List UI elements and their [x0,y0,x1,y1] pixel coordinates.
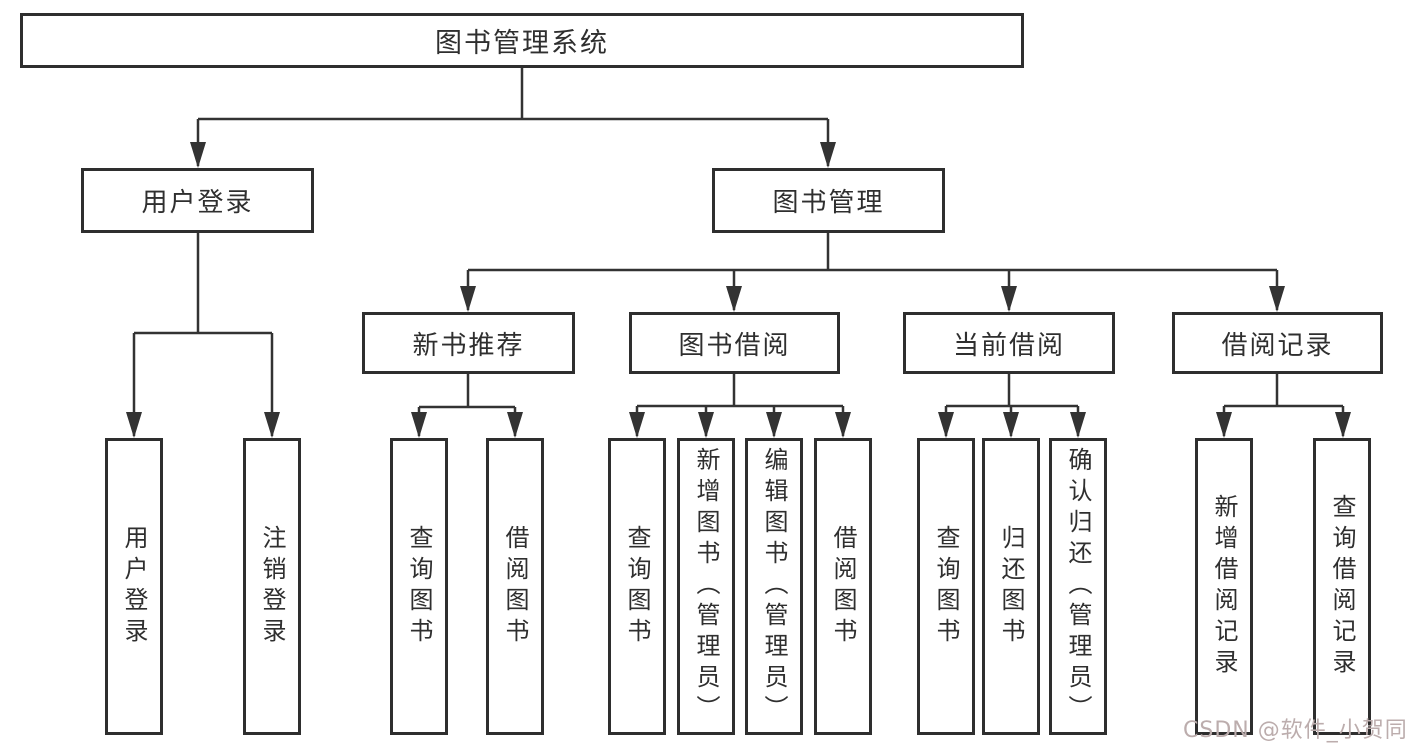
node-label: 查询图书 [623,524,651,649]
node-label: 借阅图书 [501,524,529,649]
node-label: 查询图书 [932,524,960,649]
node-query-books-recommend: 查询图书 [390,438,448,735]
node-logout: 注销登录 [243,438,301,735]
node-confirm-return-admin: 确认归还（管理员） [1049,438,1107,735]
node-add-borrow-record: 新增借阅记录 [1195,438,1253,735]
node-label: 归还图书 [997,524,1025,649]
node-book-management: 图书管理 [712,168,945,233]
node-borrow-books-leaf: 借阅图书 [814,438,872,735]
node-book-borrow: 图书借阅 [629,312,840,374]
node-label: 图书管理系统 [435,28,609,59]
watermark-text: CSDN @软件_小贺同学 [1183,718,1405,743]
node-query-books-current: 查询图书 [917,438,975,735]
node-label: 新增图书（管理员） [692,447,720,726]
node-label: 查询图书 [405,524,433,649]
node-current-borrow: 当前借阅 [903,312,1115,374]
node-label: 当前借阅 [952,330,1065,361]
node-label: 查询借阅记录 [1328,493,1356,680]
node-edit-books-admin: 编辑图书（管理员） [745,438,803,735]
node-label: 注销登录 [258,524,286,649]
node-new-book-recommend: 新书推荐 [362,312,575,374]
node-query-borrow-record: 查询借阅记录 [1313,438,1371,735]
node-library-system: 图书管理系统 [20,13,1024,68]
node-label: 编辑图书（管理员） [760,447,788,726]
node-user-login: 用户登录 [81,168,314,233]
node-user-login-leaf: 用户登录 [105,438,163,735]
node-label: 图书借阅 [678,330,791,361]
node-borrow-records: 借阅记录 [1172,312,1383,374]
node-label: 用户登录 [120,524,148,649]
node-label: 图书管理 [772,188,885,218]
node-label: 借阅图书 [829,524,857,649]
node-label: 借阅记录 [1221,330,1334,361]
node-label: 新书推荐 [412,330,525,361]
node-label: 用户登录 [141,188,254,218]
node-borrow-books-recommend: 借阅图书 [486,438,544,735]
node-label: 新增借阅记录 [1210,493,1238,680]
node-label: 确认归还（管理员） [1064,447,1092,726]
node-query-books-borrow: 查询图书 [608,438,666,735]
node-add-books-admin: 新增图书（管理员） [677,438,735,735]
node-return-books: 归还图书 [982,438,1040,735]
